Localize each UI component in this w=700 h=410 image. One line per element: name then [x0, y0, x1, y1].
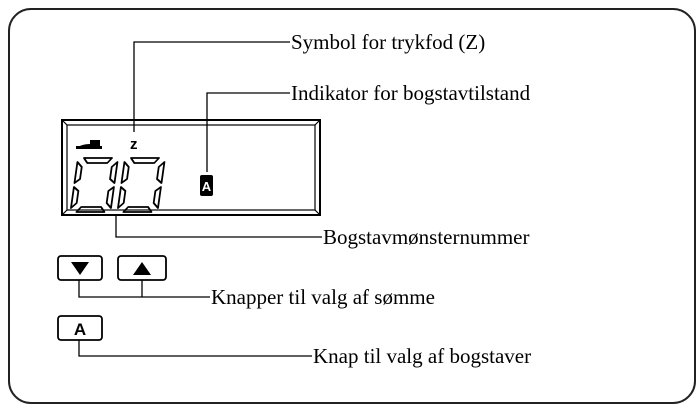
stitch-down-button[interactable]	[57, 255, 103, 281]
presser-foot-icon	[76, 140, 102, 149]
leader-pattern-number	[115, 214, 322, 238]
outer-panel	[8, 8, 696, 404]
callout-pressure-foot-symbol: Symbol for trykfod (Z)	[291, 30, 486, 54]
letter-mode-indicator: A	[200, 175, 213, 196]
digit-2	[117, 157, 166, 213]
stitch-up-button[interactable]	[117, 255, 167, 281]
lcd-display	[61, 119, 321, 216]
leader-letter-button	[78, 340, 312, 357]
leader-letter-mode	[206, 92, 290, 172]
leader-lines	[78, 41, 322, 357]
pattern-number-display	[70, 157, 166, 213]
triangle-up-icon	[133, 262, 151, 275]
callout-letter-mode-indicator: Indikator for bogstavtilstand	[291, 81, 531, 105]
callout-letter-button: Knap til valg af bogstaver	[313, 344, 532, 368]
triangle-down-icon	[71, 262, 89, 275]
leader-pressure-foot	[133, 41, 290, 132]
letter-select-button-label: A	[74, 320, 86, 339]
letter-mode-indicator-letter: A	[202, 179, 212, 194]
callout-pattern-number: Bogstavmønsternummer	[323, 225, 530, 249]
pressure-foot-symbol: z	[130, 136, 138, 153]
digit-1	[70, 157, 119, 213]
letter-select-button[interactable]: A	[57, 315, 103, 341]
callout-stitch-buttons: Knapper til valg af sømme	[211, 285, 435, 309]
leader-stitch-buttons	[78, 280, 210, 298]
